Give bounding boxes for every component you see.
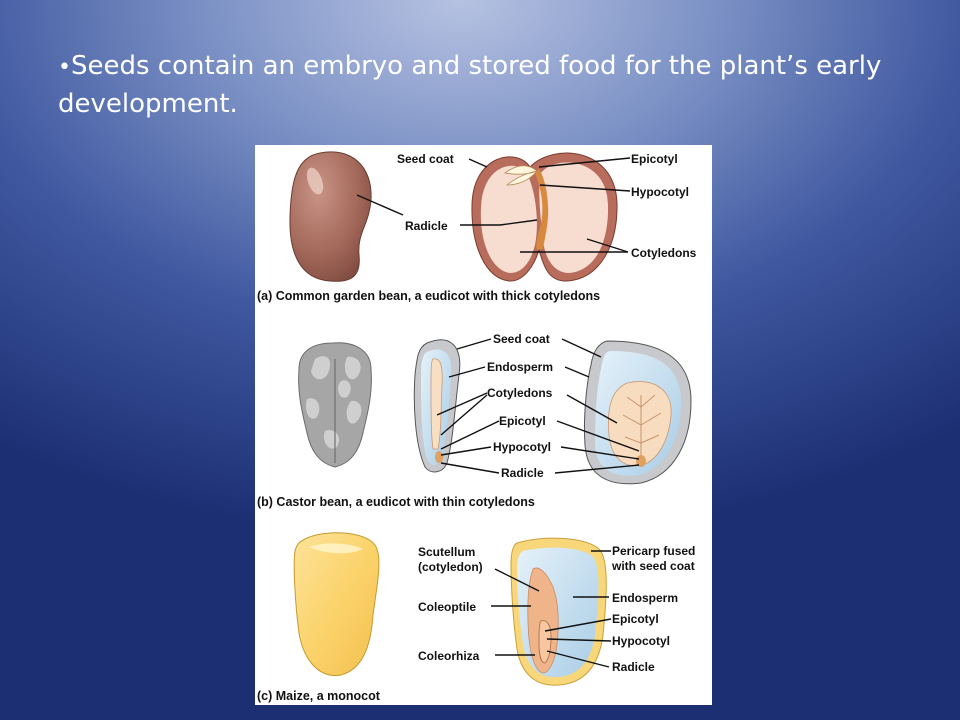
b-label-epicotyl: Epicotyl xyxy=(499,414,546,428)
c-label-pericarp-line2: with seed coat xyxy=(611,559,695,573)
c-label-epicotyl: Epicotyl xyxy=(612,612,659,626)
epicotyl-leaves xyxy=(504,165,538,186)
slide-bullet: •Seeds contain an embryo and stored food… xyxy=(58,48,918,122)
c-label-coleorhiza: Coleorhiza xyxy=(418,649,480,663)
c-label-scutellum-line1: Scutellum xyxy=(418,545,475,559)
seed-diagram-svg: Seed coat Epicotyl Hypocotyl Radicle Cot… xyxy=(257,151,697,703)
whole-bean-seed xyxy=(289,151,372,282)
c-label-radicle: Radicle xyxy=(612,660,655,674)
maize-kernel-sheen xyxy=(309,543,363,554)
a-label-epicotyl: Epicotyl xyxy=(631,152,678,166)
bullet-marker: • xyxy=(58,55,71,80)
maize-kernel-whole xyxy=(293,532,380,676)
b-label-endosperm: Endosperm xyxy=(487,360,553,374)
c-label-coleoptile: Coleoptile xyxy=(418,600,476,614)
c-label-pericarp-line1: Pericarp fused xyxy=(612,544,695,558)
maize-embryo xyxy=(538,620,552,664)
seed-anatomy-figure: Seed coat Epicotyl Hypocotyl Radicle Cot… xyxy=(255,145,712,705)
bean-highlight xyxy=(306,167,324,195)
b-label-radicle: Radicle xyxy=(501,466,544,480)
embryo-axis xyxy=(535,169,549,250)
panel-c: Scutellum (cotyledon) Coleoptile Coleorh… xyxy=(257,532,695,703)
left-cotyledon xyxy=(480,165,537,273)
castor-side-embryo xyxy=(435,451,443,463)
c-label-hypocotyl: Hypocotyl xyxy=(612,634,670,648)
panel-b: Seed coat Endosperm Cotyledons Epicotyl … xyxy=(257,332,692,509)
c-label-endosperm: Endosperm xyxy=(612,591,678,605)
panel-a: Seed coat Epicotyl Hypocotyl Radicle Cot… xyxy=(257,151,697,303)
panel-c-caption: (c) Maize, a monocot xyxy=(257,689,381,703)
bullet-text: Seeds contain an embryo and stored food … xyxy=(58,51,882,119)
a-label-seed-coat: Seed coat xyxy=(397,152,454,166)
b-label-hypocotyl: Hypocotyl xyxy=(493,440,551,454)
a-label-radicle: Radicle xyxy=(405,219,448,233)
castor-bean-mottle xyxy=(305,356,362,449)
c-label-scutellum-line2: (cotyledon) xyxy=(418,560,483,574)
b-label-seed-coat: Seed coat xyxy=(493,332,550,346)
castor-side-cotyledon xyxy=(430,358,443,450)
castor-front-embryo xyxy=(636,455,646,467)
b-label-cotyledons: Cotyledons xyxy=(487,386,553,400)
castor-cotyledon-veins xyxy=(622,394,662,463)
a-label-hypocotyl: Hypocotyl xyxy=(631,185,689,199)
a-label-cotyledons: Cotyledons xyxy=(631,246,697,260)
panel-a-caption: (a) Common garden bean, a eudicot with t… xyxy=(257,289,600,303)
panel-b-caption: (b) Castor bean, a eudicot with thin cot… xyxy=(257,495,535,509)
right-cotyledon xyxy=(539,162,609,273)
